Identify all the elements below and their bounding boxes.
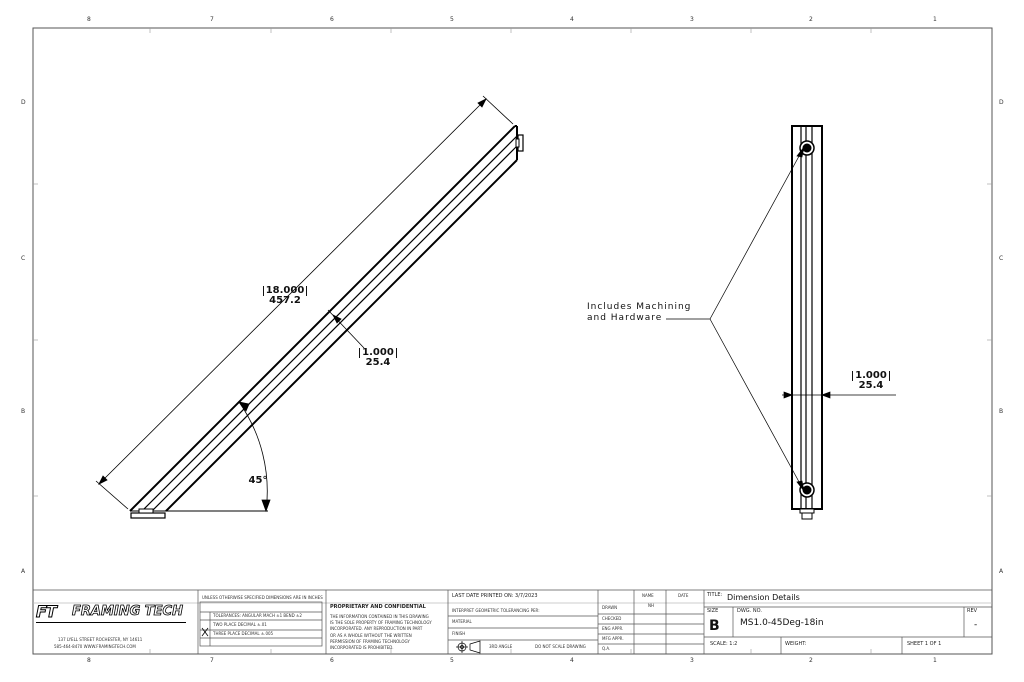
tolerance-row-3: THREE PLACE DECIMAL ±.005 <box>213 631 274 636</box>
zone-col-bottom-1: 1 <box>933 657 937 664</box>
zone-col-top-5: 5 <box>450 16 454 23</box>
width-inches-right: 1.000 <box>852 371 890 381</box>
width-inches-left: 1.000 <box>359 348 397 358</box>
zone-row-left-C: C <box>21 255 26 262</box>
row-mfg-appr: MFG APPR. <box>602 636 624 641</box>
zone-col-top-4: 4 <box>570 16 574 23</box>
proprietary-line-2: IS THE SOLE PROPERTY OF FRAMING TECHNOLO… <box>330 620 432 626</box>
zone-col-top-7: 7 <box>210 16 214 23</box>
title-label: TITLE: <box>707 592 723 598</box>
zone-col-bottom-4: 4 <box>570 657 574 664</box>
width-dimension-lines-right <box>782 391 896 399</box>
note-leaders <box>666 146 805 492</box>
third-angle-label: 3RD ANGLE <box>489 644 513 649</box>
width-dimension-lines-left <box>327 309 365 349</box>
tolerance-row-2: TWO PLACE DECIMAL ±.01 <box>213 622 267 627</box>
drawing-title: Dimension Details <box>727 593 800 602</box>
proprietary-line-3: INCORPORATED. ANY REPRODUCTION IN PART <box>330 626 423 632</box>
zone-row-left-B: B <box>21 408 26 415</box>
length-dimension: 18.000 457.2 <box>260 286 310 306</box>
company-logo-mark: FT <box>36 602 58 621</box>
proprietary-line-6: INCORPORATED IS PROHIBITED. <box>330 645 394 651</box>
tolerance-check-icon <box>201 627 209 637</box>
name-header: NAME <box>642 593 654 598</box>
proprietary-line-5: PERMISSION OF FRAMING TECHNOLOGY <box>330 638 410 644</box>
row-checked: CHECKED <box>602 616 622 621</box>
proprietary-line-1: THE INFORMATION CONTAINED IN THIS DRAWIN… <box>330 614 429 619</box>
left-view-hardware <box>130 134 524 519</box>
zone-col-bottom-5: 5 <box>450 657 454 664</box>
drawn-name: NH <box>648 603 654 608</box>
zone-row-right-B: B <box>999 408 1004 415</box>
proprietary-line-4: OR AS A WHOLE WITHOUT THE WRITTEN <box>330 632 412 638</box>
tolerance-header: UNLESS OTHERWISE SPECIFIED DIMENSIONS AR… <box>202 595 323 600</box>
material-label: MATERIAL <box>452 619 472 624</box>
zone-col-bottom-7: 7 <box>210 657 214 664</box>
length-mm: 457.2 <box>269 295 301 306</box>
angle-dimension: 45° <box>248 475 268 486</box>
company-name: FRAMING TECH <box>72 604 184 619</box>
row-qa: Q.A. <box>602 646 611 651</box>
zone-ticks <box>33 28 992 654</box>
zone-row-left-D: D <box>21 99 26 106</box>
weight-label: WEIGHT: <box>785 641 807 647</box>
zone-col-top-2: 2 <box>809 16 813 23</box>
sheet-value: SHEET 1 OF 1 <box>907 641 942 647</box>
company-logo: FT FRAMING TECH <box>36 601 196 623</box>
proprietary-text: THE INFORMATION CONTAINED IN THIS DRAWIN… <box>330 614 432 651</box>
company-address: 137 LYELL STREET ROCHESTER, NY 14611 <box>58 637 143 642</box>
zone-col-bottom-8: 8 <box>87 657 91 664</box>
zone-row-left-A: A <box>21 568 26 575</box>
dwg-no-value: MS1.0-45Deg-18in <box>740 618 824 628</box>
zone-row-right-D: D <box>999 99 1004 106</box>
zone-col-top-6: 6 <box>330 16 334 23</box>
size-value: B <box>709 618 720 634</box>
tolerance-row-1: TOLERANCES: ANGULAR MACH ±1 BEND ±2 <box>213 613 302 618</box>
left-view-extrusion <box>129 125 518 512</box>
finish-label: FINISH <box>452 631 466 636</box>
zone-col-top-1: 1 <box>933 16 937 23</box>
width-dimension-left: 1.000 25.4 <box>355 348 401 368</box>
date-header: DATE <box>678 593 689 598</box>
row-eng-appr: ENG APPR. <box>602 626 624 631</box>
proprietary-title: PROPRIETARY AND CONFIDENTIAL <box>330 604 426 610</box>
width-mm-right: 25.4 <box>858 380 884 391</box>
scale-value: SCALE: 1:2 <box>710 641 738 647</box>
width-dimension-right: 1.000 25.4 <box>848 371 894 391</box>
interpret-label: INTERPRET GEOMETRIC TOLERANCING PER: <box>452 608 540 613</box>
zone-row-right-C: C <box>999 255 1004 262</box>
hardware-note: Includes Machining and Hardware <box>587 302 691 324</box>
zone-col-bottom-3: 3 <box>690 657 694 664</box>
zone-col-bottom-6: 6 <box>330 657 334 664</box>
zone-row-right-A: A <box>999 568 1004 575</box>
hardware-note-line1: Includes Machining <box>587 302 692 312</box>
zone-col-bottom-2: 2 <box>809 657 813 664</box>
last-printed: LAST DATE PRINTED ON: 3/7/2023 <box>452 593 538 599</box>
zone-col-top-8: 8 <box>87 16 91 23</box>
length-dimension-lines <box>95 95 514 510</box>
sheet-border <box>32 27 993 655</box>
title-block-grid <box>33 589 992 654</box>
row-drawn: DRAWN <box>602 605 618 610</box>
right-view-extrusion <box>791 125 823 510</box>
right-view-hardware <box>799 140 815 520</box>
angle-arc <box>225 394 271 513</box>
zone-col-top-3: 3 <box>690 16 694 23</box>
rev-value: - <box>974 620 978 630</box>
size-label: SIZE <box>707 608 719 614</box>
rev-label: REV <box>967 608 978 614</box>
hardware-note-line2: and Hardware <box>587 313 663 323</box>
third-angle-projection-icon <box>456 640 481 654</box>
company-contact: 585-464-8470 WWW.FRAMINGTECH.COM <box>54 644 136 649</box>
do-not-scale: DO NOT SCALE DRAWING <box>535 644 586 649</box>
width-mm-left: 25.4 <box>365 357 391 368</box>
dwg-no-label: DWG. NO. <box>737 608 762 614</box>
length-inches: 18.000 <box>262 286 308 296</box>
